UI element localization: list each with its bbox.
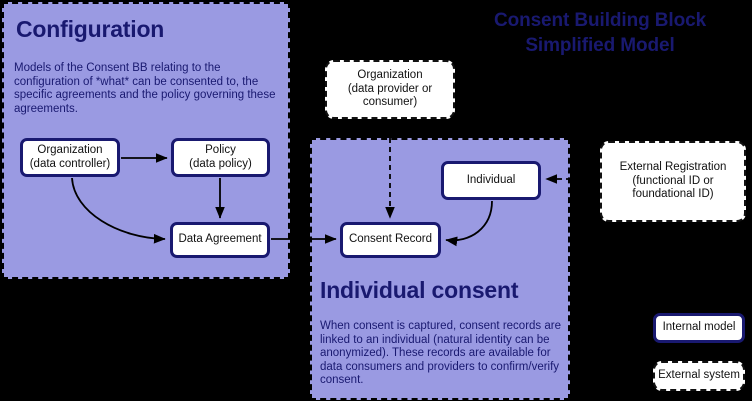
diagram-title-line-2: Simplified Model — [525, 35, 675, 56]
legend-external-system-label: External system — [658, 369, 740, 382]
node-organization-data-controller-line-2: (data controller) — [29, 157, 111, 170]
diagram-title: Consent Building Block Simplified Model — [452, 8, 748, 58]
node-organization-provider-line-2: (data provider or — [347, 82, 433, 95]
node-external-registration[interactable]: External Registration (functional ID or … — [600, 141, 746, 222]
diagram-title-line-1: Consent Building Block — [493, 10, 707, 31]
node-organization-data-controller[interactable]: Organization (data controller) — [20, 138, 120, 177]
node-organization-data-controller-line-1: Organization — [37, 144, 103, 156]
node-policy[interactable]: Policy (data policy) — [171, 138, 270, 177]
node-individual[interactable]: Individual — [441, 161, 541, 200]
node-organization-provider-line-3: consumer) — [362, 96, 418, 109]
node-data-agreement[interactable]: Data Agreement — [170, 222, 270, 258]
node-policy-line-1: Policy — [205, 144, 236, 156]
node-individual-label: Individual — [466, 173, 516, 186]
panel-configuration-title: Configuration — [16, 16, 165, 42]
node-external-registration-line-1: External Registration — [619, 161, 727, 174]
node-consent-record[interactable]: Consent Record — [340, 222, 441, 258]
node-organization-provider-line-1: Organization — [357, 69, 423, 82]
panel-individual-consent-title: Individual consent — [320, 277, 519, 303]
node-organization-data-provider-or-consumer[interactable]: Organization (data provider or consumer) — [325, 60, 455, 119]
node-external-registration-line-2: (functional ID or — [632, 174, 714, 187]
legend-internal-model-label: Internal model — [662, 321, 736, 334]
panel-individual-consent-description: When consent is captured, consent record… — [320, 320, 561, 387]
node-policy-line-2: (data policy) — [189, 157, 252, 170]
panel-configuration-description: Models of the Consent BB relating to the… — [14, 62, 276, 115]
node-consent-record-label: Consent Record — [348, 233, 433, 246]
legend-internal-model: Internal model — [653, 313, 745, 343]
legend-external-system: External system — [653, 361, 745, 391]
node-data-agreement-label: Data Agreement — [178, 233, 262, 246]
node-external-registration-line-3: foundational ID) — [632, 188, 714, 201]
